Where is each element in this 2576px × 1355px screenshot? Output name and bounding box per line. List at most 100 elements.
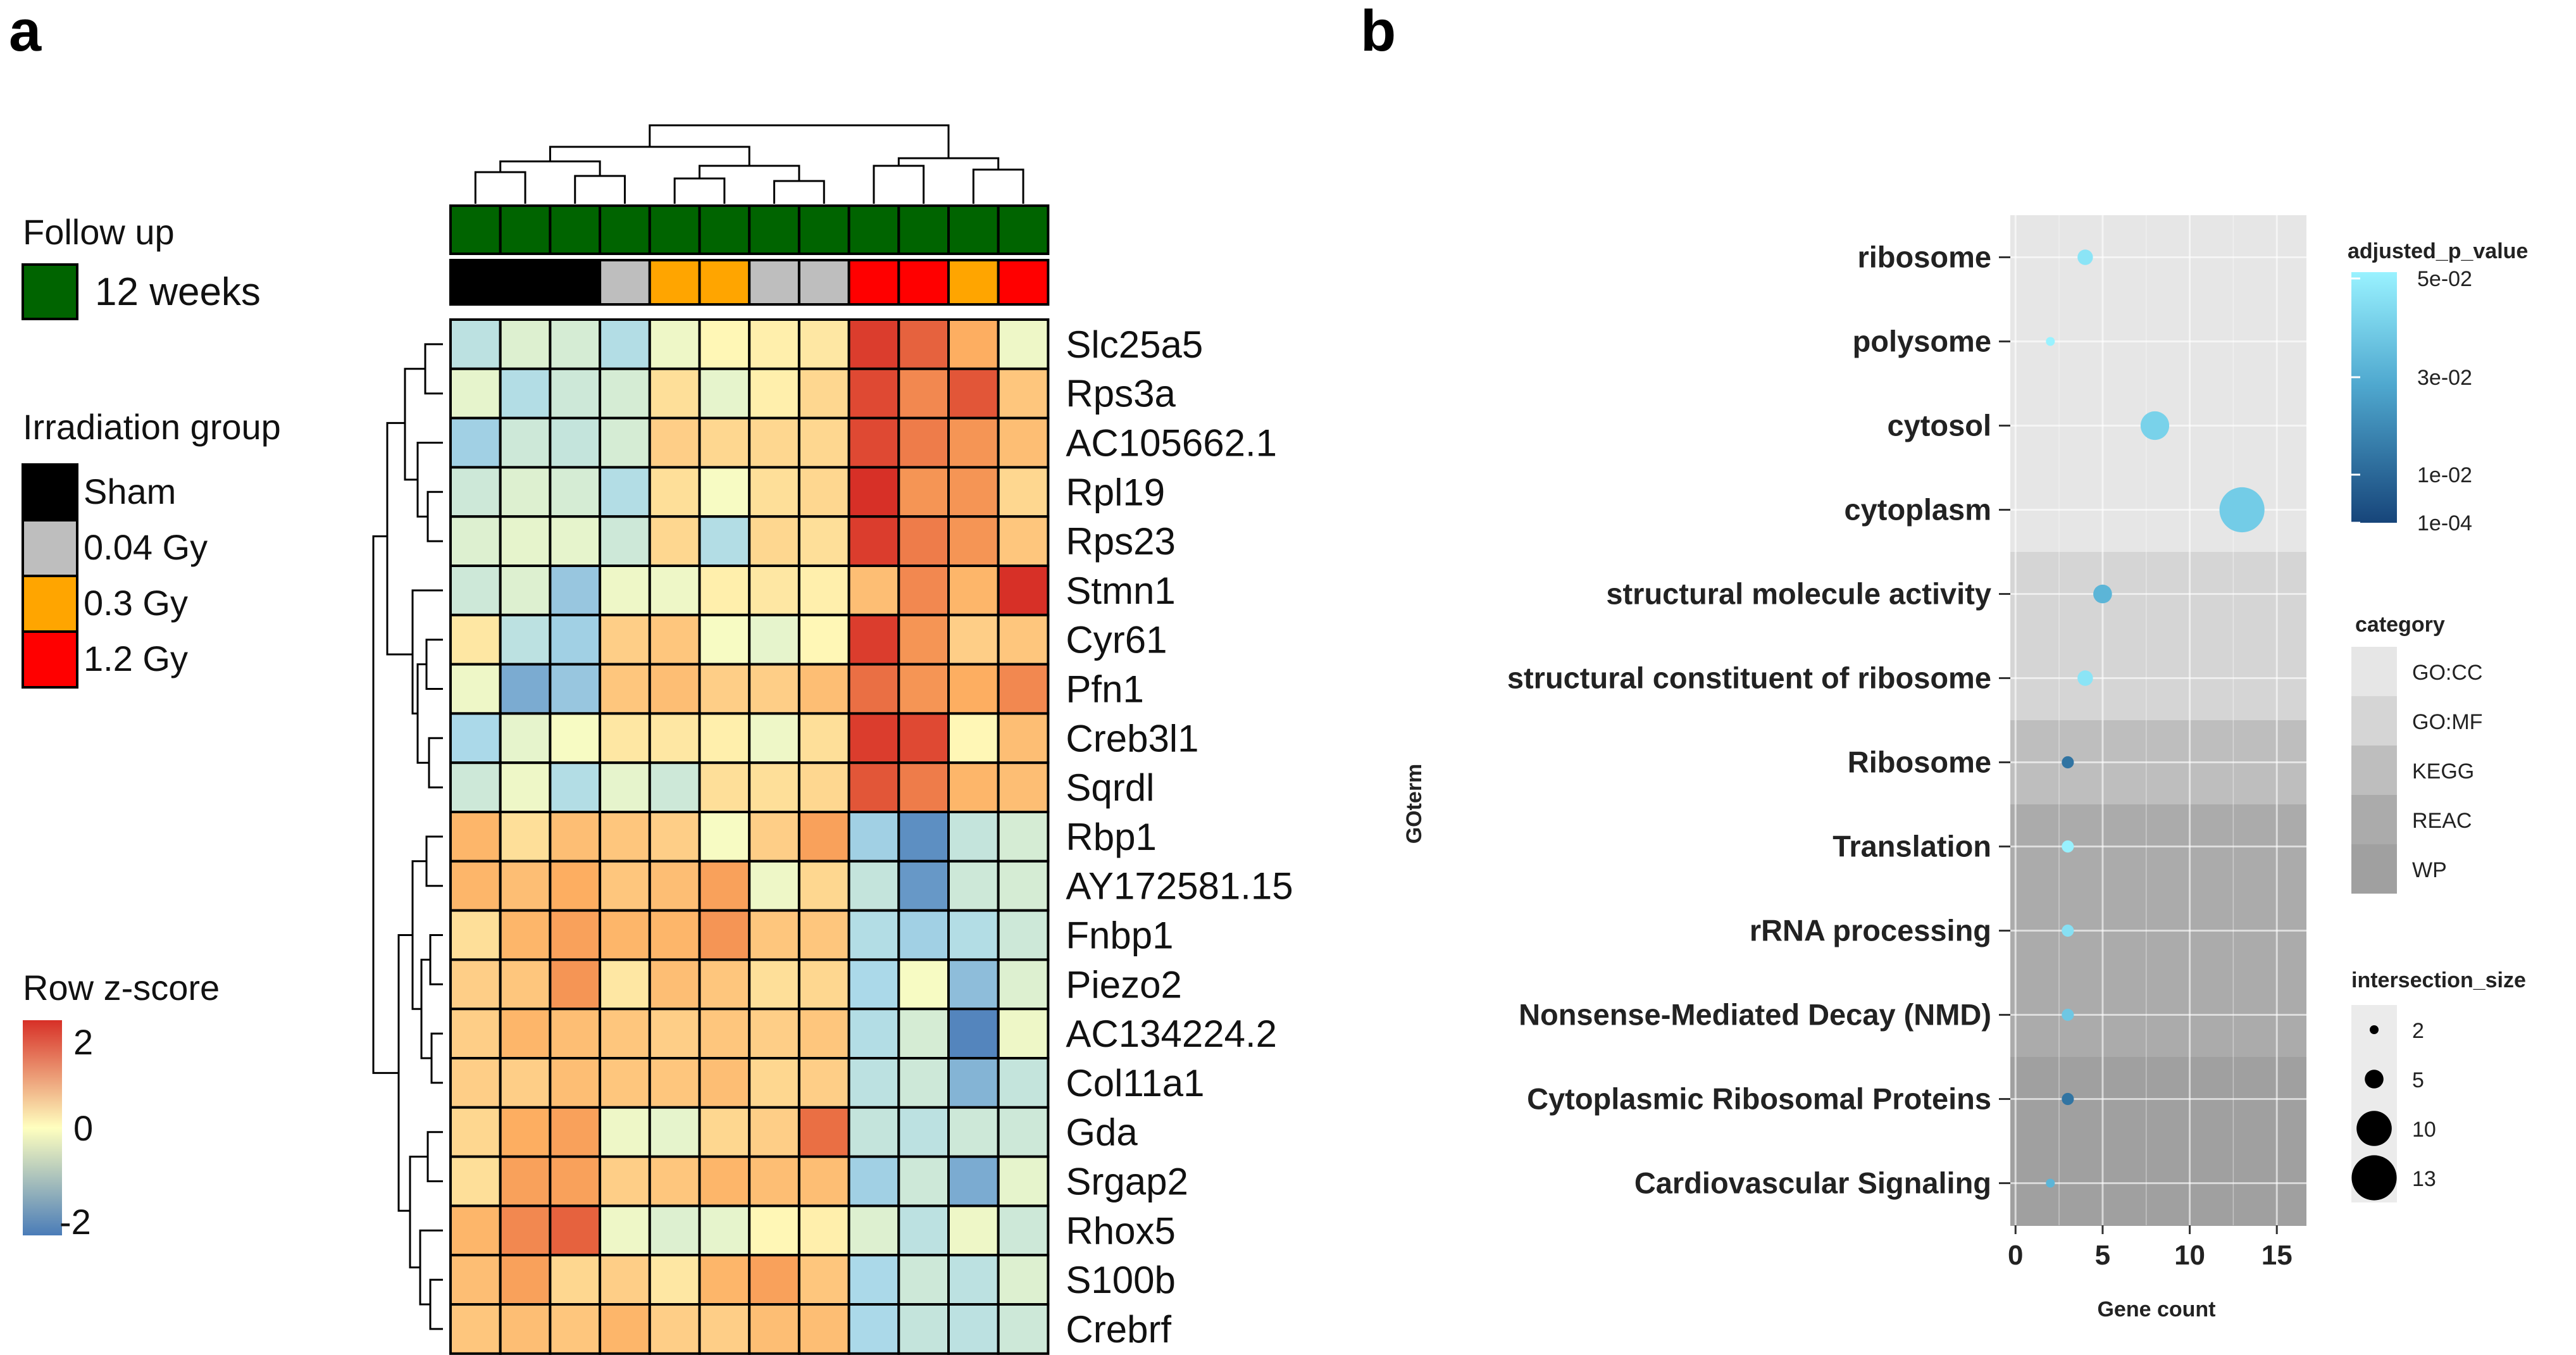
heatmap-cell	[748, 909, 800, 961]
heatmap-cell	[549, 318, 602, 370]
heatmap-cell	[897, 1254, 950, 1306]
heatmap-cell	[449, 1008, 502, 1059]
heatmap-cell	[797, 613, 850, 666]
heatmap-cell	[897, 909, 950, 961]
heatmap-cell	[499, 1254, 552, 1306]
heatmap-cell	[947, 1106, 1000, 1158]
heatmap-cell	[698, 909, 751, 961]
go-point	[2046, 337, 2055, 346]
go-dotplot: ribosomepolysomecytosolcytoplasmstructur…	[1402, 215, 2306, 1321]
row-dendrogram-branch	[426, 490, 443, 542]
heatmap-cell	[748, 1106, 800, 1158]
heatmap-cell	[897, 663, 950, 715]
heatmap-cell	[997, 1303, 1050, 1355]
heatmap-cell	[549, 1303, 602, 1355]
row-dendrogram-branch	[416, 442, 443, 518]
gene-label: AC105662.1	[1066, 422, 1277, 465]
heatmap-cell	[549, 466, 602, 518]
heatmap-cell	[847, 1106, 900, 1158]
heatmap-cell	[797, 1303, 850, 1355]
heatmap-cell	[449, 565, 502, 616]
gene-label: Gda	[1066, 1111, 1138, 1154]
heatmap-cell	[599, 811, 651, 863]
heatmap-cell	[847, 1057, 900, 1109]
column-dendrogram-branch	[549, 146, 750, 166]
heatmap-cell	[897, 1057, 950, 1109]
heatmap-cell	[599, 909, 651, 961]
pvalue-colorbar	[2351, 272, 2397, 523]
heatmap-cell	[449, 613, 502, 666]
heatmap-cell	[897, 712, 950, 765]
row-dendrogram	[372, 343, 443, 1330]
heatmap-cell	[847, 565, 900, 616]
heatmap-cell	[449, 466, 502, 518]
pvalue-tick-label: 1e-02	[2417, 463, 2472, 487]
heatmap-cell	[599, 859, 651, 912]
zscore-title: Row z-score	[23, 968, 220, 1008]
heatmap-cell	[947, 1008, 1000, 1059]
row-dendrogram-branch	[430, 1032, 443, 1084]
column-dendrogram-branch	[474, 171, 526, 204]
heatmap-cell	[797, 416, 850, 469]
column-dendrogram-branch	[773, 180, 825, 204]
heatmap-cell	[947, 416, 1000, 469]
row-dendrogram-branch	[409, 1156, 428, 1269]
go-point	[2046, 1178, 2055, 1188]
row-dendrogram-branch	[426, 1131, 443, 1182]
heatmap-cell	[599, 416, 651, 469]
heatmap-cell	[797, 565, 850, 616]
go-point	[2062, 1092, 2074, 1106]
heatmap-cell	[847, 859, 900, 912]
heatmap-cell	[449, 1155, 502, 1208]
heatmap-cell	[947, 958, 1000, 1011]
go-point	[2077, 670, 2093, 686]
heatmap-cell	[797, 367, 850, 420]
heatmap-cell	[897, 1106, 950, 1158]
heatmap-cell	[748, 811, 800, 863]
heatmap-cell	[997, 712, 1050, 765]
category-label: KEGG	[2412, 759, 2474, 784]
pvalue-tick-label: 3e-02	[2417, 366, 2472, 390]
heatmap-cell	[947, 1254, 1000, 1306]
category-swatch	[2351, 795, 2397, 844]
go-term-label: cytoplasm	[1845, 493, 1991, 527]
gene-label: Pfn1	[1066, 668, 1143, 711]
heatmap-cell	[499, 712, 552, 765]
follow-up-annotation-cell	[748, 204, 800, 255]
heatmap-cell	[698, 367, 751, 420]
heatmap-cell	[648, 367, 701, 420]
heatmap-cell	[449, 1254, 502, 1306]
heatmap-cell	[698, 811, 751, 863]
heatmap-cell	[698, 958, 751, 1011]
heatmap-cell	[947, 515, 1000, 568]
heatmap-cell	[847, 1008, 900, 1059]
heatmap-cell	[549, 1008, 602, 1059]
heatmap-cell	[847, 515, 900, 568]
heatmap-cell	[748, 1303, 800, 1355]
follow-up-annotation-cell	[797, 204, 850, 255]
irradiation-swatch	[22, 519, 78, 577]
row-dendrogram-branch	[419, 1229, 443, 1306]
heatmap-cell	[797, 958, 850, 1011]
heatmap-cell	[599, 761, 651, 813]
x-tick-label: 15	[2262, 1240, 2293, 1271]
heatmap-cell	[599, 565, 651, 616]
go-term-label: Cytoplasmic Ribosomal Proteins	[1527, 1082, 1991, 1116]
heatmap-cell	[797, 515, 850, 568]
go-term-label: Cardiovascular Signaling	[1634, 1166, 1991, 1200]
heatmap-cell	[599, 1204, 651, 1257]
row-dendrogram-branch	[411, 589, 443, 715]
heatmap-cell	[449, 1057, 502, 1109]
gene-label: Rbp1	[1066, 816, 1156, 858]
heatmap-cell	[499, 416, 552, 469]
zscore-tick: 2	[73, 1022, 93, 1062]
heatmap-cell	[797, 1254, 850, 1306]
heatmap-cell	[748, 1057, 800, 1109]
follow-up-annotation-cell	[648, 204, 701, 255]
heatmap-cell	[499, 565, 552, 616]
go-point	[2062, 1008, 2074, 1021]
heatmap-cell	[947, 1303, 1000, 1355]
category-label: GO:MF	[2412, 710, 2482, 734]
